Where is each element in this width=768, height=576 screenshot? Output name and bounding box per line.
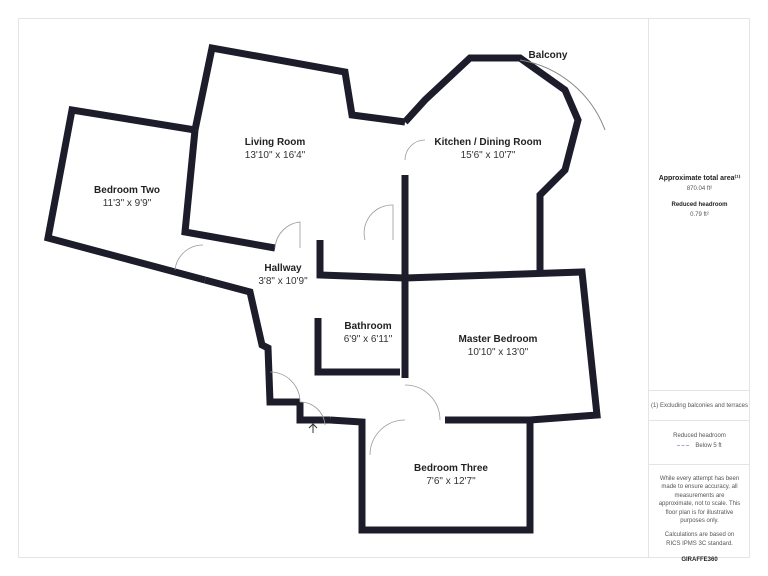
- floorplan-frame: [18, 18, 750, 558]
- wall-hall-bottom: [296, 402, 330, 424]
- room-labels: Bedroom Two 11'3" x 9'9" Living Room 13'…: [94, 50, 568, 487]
- room-dims: 15'6" x 10'7": [461, 150, 516, 161]
- room-dims: 10'10" x 13'0": [468, 347, 529, 358]
- room-name: Bedroom Three: [414, 463, 488, 474]
- room-name: Bedroom Two: [94, 185, 160, 196]
- wall-bedroom-two: [43, 105, 206, 284]
- room-name: Hallway: [264, 263, 302, 274]
- area-title: Approximate total area⁽¹⁾: [658, 175, 741, 182]
- footnote: (1) Excluding balconies and terraces: [649, 390, 750, 421]
- room-name: Balcony: [529, 50, 568, 61]
- legend-title: Reduced headroom: [673, 433, 726, 439]
- wall-living-room: [181, 129, 276, 252]
- wall-bathroom: [314, 318, 400, 376]
- disclaimer: While every attempt has been made to ens…: [658, 476, 741, 524]
- calc-note: Calculations are based on RICS IPMS 3C s…: [664, 532, 735, 547]
- reduced-title: Reduced headroom: [671, 202, 728, 208]
- legend-item: Below 5 ft: [695, 443, 722, 449]
- room-dims: 7'6" x 12'7": [426, 476, 476, 487]
- room-name: Living Room: [245, 137, 306, 148]
- room-dims: 6'9" x 6'11": [344, 334, 393, 345]
- room-dims: 3'8" x 10'9": [258, 276, 308, 287]
- reduced-value: 0.79 ft²: [690, 212, 709, 218]
- wall-bed-three: [329, 416, 534, 534]
- wall-hall-left: [204, 276, 300, 406]
- brand-logo: GIRAFFE360: [681, 557, 718, 564]
- room-dims: 11'3" x 9'9": [103, 198, 152, 209]
- entrance-arrow-icon: [308, 423, 318, 433]
- wall-living-top: [191, 43, 406, 131]
- room-name: Master Bedroom: [459, 334, 538, 345]
- floor-plan: Bedroom Two 11'3" x 9'9" Living Room 13'…: [43, 43, 606, 534]
- legend-line: [677, 444, 690, 446]
- balcony-rail: [519, 59, 606, 131]
- room-name: Bathroom: [344, 321, 391, 332]
- wall-master: [404, 268, 601, 424]
- doors: [174, 139, 441, 456]
- wall-kitchen: [402, 54, 582, 272]
- room-name: Kitchen / Dining Room: [434, 137, 541, 148]
- wall-hall-mid: [316, 240, 406, 282]
- info-panel: Approximate total area⁽¹⁾ 870.04 ft² Red…: [648, 18, 750, 563]
- area-value: 870.04 ft²: [686, 186, 713, 192]
- room-dims: 13'10" x 16'4": [245, 150, 306, 161]
